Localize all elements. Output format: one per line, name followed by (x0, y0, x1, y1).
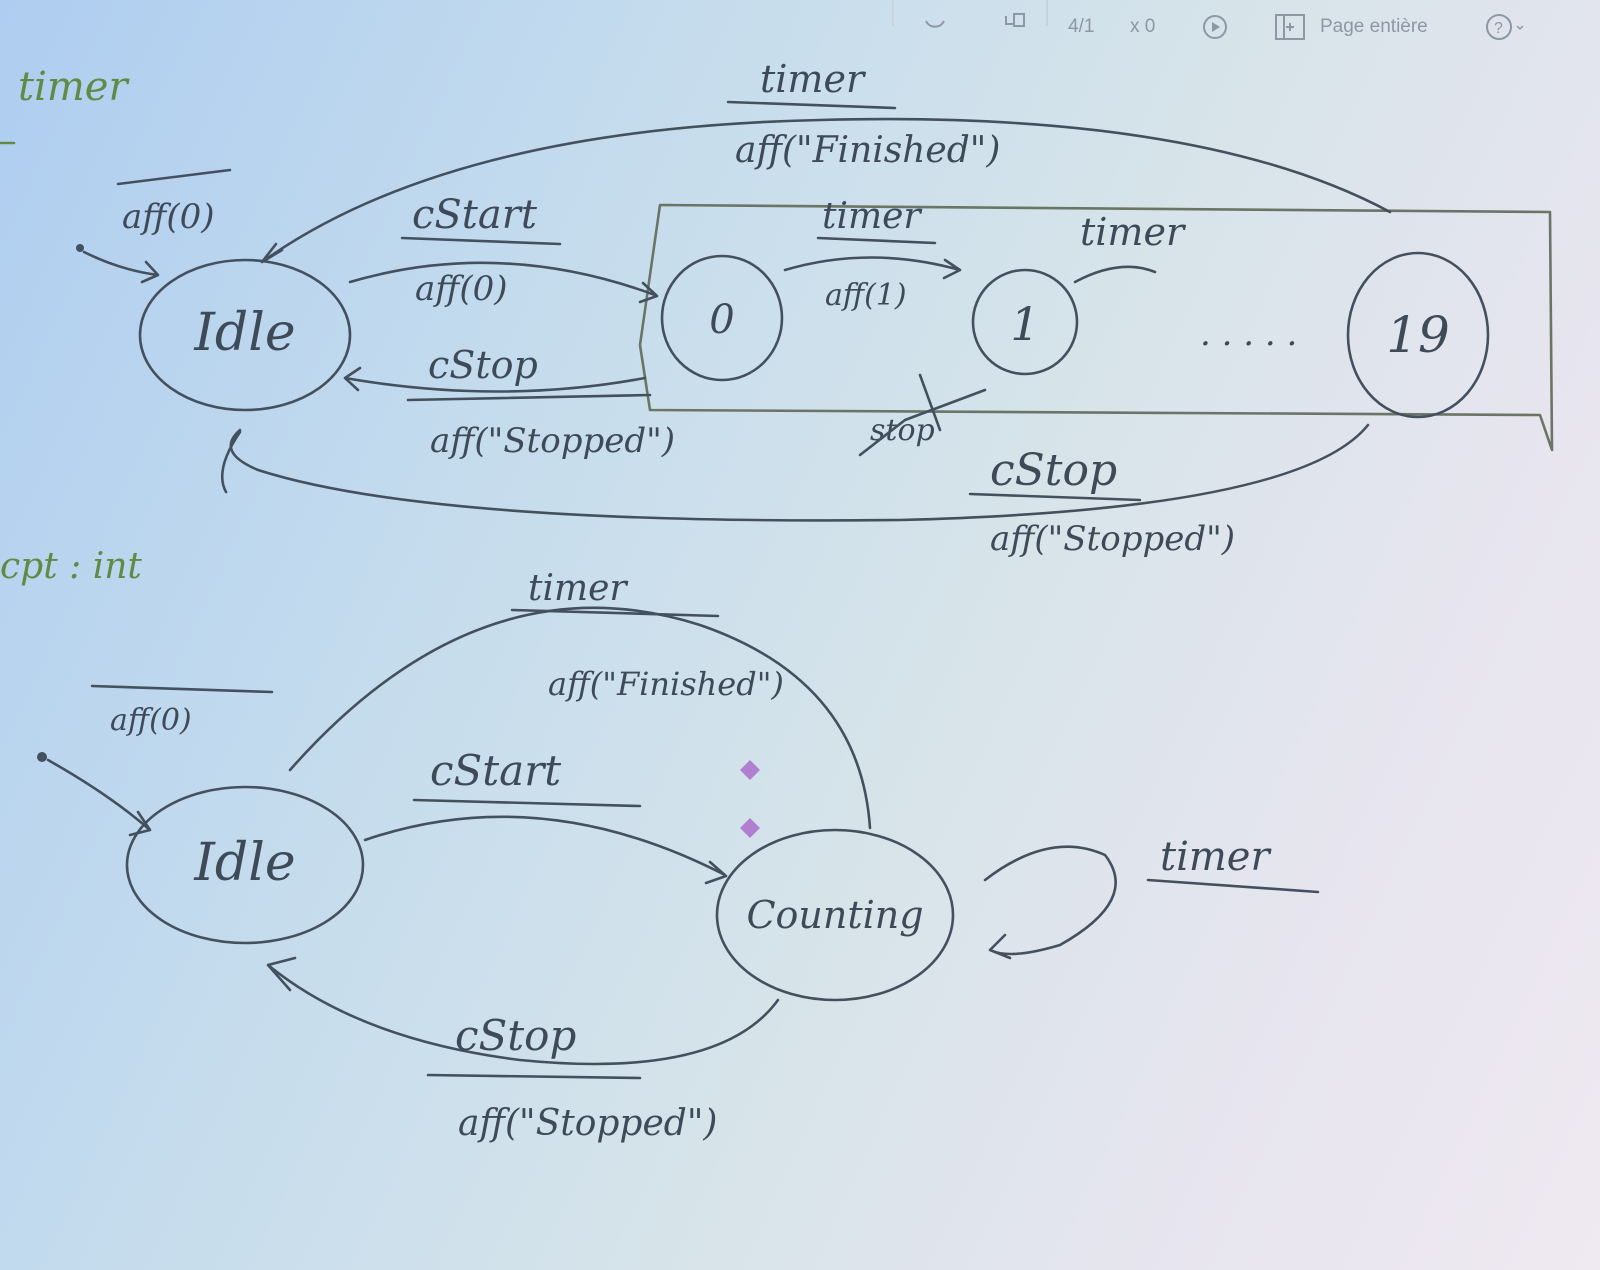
tick-bar (816, 236, 937, 245)
initial-arrow (82, 250, 160, 284)
counting-group-box (638, 203, 1554, 452)
finished-transition-arrow (260, 117, 1392, 264)
finished-event-2-label: timer (528, 568, 628, 609)
state-counting (715, 828, 955, 1002)
start-event-2-label: cStart (430, 746, 561, 795)
play-icon[interactable] (1200, 12, 1230, 42)
self-event-bar (1146, 878, 1320, 894)
initial-dot-2 (37, 752, 47, 762)
zoom-readout: x 0 (1130, 16, 1156, 37)
stop-bar-2 (426, 1073, 642, 1080)
rotate-icon[interactable] (1000, 12, 1030, 42)
finished-bar-2 (510, 608, 720, 618)
marker-dot (740, 818, 760, 838)
state-1 (971, 268, 1079, 376)
tick-action-label: aff(1) (825, 278, 907, 313)
group-stop-action-label: aff("Stopped") (990, 519, 1235, 559)
refresh-icon[interactable] (920, 12, 950, 42)
fit-page-label[interactable]: Page entière (1320, 16, 1428, 37)
strike-through-marks (858, 373, 987, 457)
finished-bar (726, 100, 897, 110)
fit-page-icon[interactable] (1274, 12, 1306, 42)
state-diagram-2: aff(0) Idle Counting timer aff("Finished… (37, 568, 1320, 1144)
stop-action-2-label: aff("Stopped") (458, 1103, 717, 1144)
stop-transition-arrow (343, 366, 647, 393)
finished-action-2-label: aff("Finished") (548, 665, 784, 703)
start-action-label: aff(0) (415, 269, 508, 309)
group-stop-bar (968, 492, 1142, 502)
marker-dot (740, 760, 760, 780)
start-bar (400, 236, 562, 246)
initial-action-bar (116, 168, 232, 186)
toolbar-separator (1046, 0, 1048, 26)
stop-transition-2-arrow (266, 956, 780, 1066)
finished-transition-2-arrow (288, 606, 872, 830)
state-0 (660, 254, 784, 382)
state-idle-2 (125, 785, 365, 945)
tick-event-label: timer (822, 196, 922, 237)
margin-note-cpt-int: cpt : int (0, 546, 142, 587)
initial-action-label: aff(0) (122, 197, 215, 237)
state-1-label: 1 (1010, 297, 1039, 351)
start-transition-arrow (348, 261, 659, 304)
start-transition-2-arrow (363, 815, 728, 885)
initial-action-label-2: aff(0) (110, 703, 192, 738)
group-stop-transition-arrow (220, 423, 1370, 522)
state-counting-label: Counting (746, 893, 923, 937)
state-idle-2-label: Idle (193, 833, 295, 893)
svg-text:?: ? (1494, 20, 1503, 37)
self-loop-arrow (983, 845, 1117, 960)
viewer-toolbar: 4/1 x 0 Page entière ? (880, 0, 1600, 58)
initial-arrow-2 (46, 758, 152, 837)
stop-event-label: cStop (428, 343, 538, 387)
finished-action-label: aff("Finished") (735, 130, 1000, 171)
group-stop-event-label: cStop (990, 445, 1117, 496)
stop-action-label: aff("Stopped") (430, 421, 675, 461)
state-diagram-1: aff(0) Idle 0 1 19 . . . . . timer aff("… (76, 57, 1554, 559)
tick-transition-2-arrow (1073, 265, 1157, 284)
toolbar-separator (892, 0, 894, 26)
help-icon[interactable]: ? (1484, 12, 1528, 42)
initial-dot (76, 244, 84, 252)
tick-event-2-label: timer (1080, 210, 1187, 254)
state-19-label: 19 (1386, 306, 1450, 364)
tick-transition-arrow (783, 256, 962, 280)
self-event-label: timer (1160, 834, 1272, 880)
state-idle (138, 258, 352, 412)
state-0-label: 0 (709, 297, 734, 343)
stop-event-2-label: cStop (455, 1011, 576, 1060)
start-bar-2 (412, 798, 642, 808)
state-idle-label: Idle (193, 303, 295, 363)
ellipsis-dots: . . . . . (1200, 314, 1297, 354)
struck-stop-label: stop (870, 413, 935, 448)
stop-bar (406, 393, 652, 402)
initial-action-bar-2 (90, 684, 274, 694)
margin-note-timer: timer (18, 64, 130, 110)
state-19 (1346, 251, 1490, 419)
page-counter: 4/1 (1068, 16, 1095, 37)
finished-event-label: timer (760, 57, 867, 101)
start-event-label: cStart (412, 192, 538, 238)
